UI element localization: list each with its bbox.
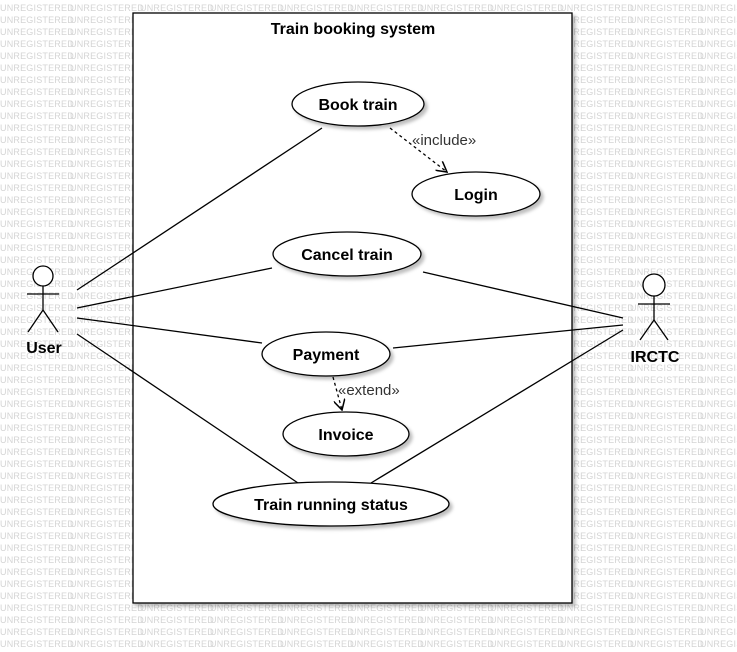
use-case-cancel-train[interactable]: Cancel train [272, 231, 422, 277]
use-case-label: Cancel train [301, 247, 393, 264]
use-case-label: Payment [293, 347, 360, 364]
association-user-book-train [76, 127, 323, 291]
association-user-cancel-train [76, 267, 273, 309]
use-case-train-running-status[interactable]: Train running status [212, 481, 450, 527]
use-case-book-train[interactable]: Book train [291, 81, 425, 127]
actor-irctc[interactable] [638, 273, 670, 341]
use-case-label: Invoice [318, 427, 373, 444]
association-irctc-cancel-train [422, 271, 624, 319]
system-title: Train booking system [271, 21, 435, 38]
actor-head-icon [642, 273, 666, 297]
actor-user-label: User [26, 340, 62, 357]
use-case-login[interactable]: Login [411, 171, 541, 217]
extend-label: «extend» [338, 382, 400, 399]
use-case-label: Login [454, 187, 498, 204]
actor-head-icon [32, 265, 54, 287]
association-user-train-running-status [76, 333, 299, 484]
include-label: «include» [412, 132, 476, 149]
use-case-label: Train running status [254, 497, 408, 514]
associations [76, 127, 624, 484]
use-case-payment[interactable]: Payment [261, 331, 391, 377]
include-dependency: «include» [389, 127, 476, 172]
extend-dependency: «extend» [332, 376, 400, 410]
actor-user[interactable] [27, 265, 59, 333]
actor-irctc-label: IRCTC [631, 349, 680, 366]
association-user-payment [76, 317, 263, 344]
use-case-label: Book train [318, 97, 397, 114]
association-irctc-train-running-status [370, 329, 624, 484]
use-case-invoice[interactable]: Invoice [282, 411, 410, 457]
association-irctc-payment [392, 324, 624, 349]
